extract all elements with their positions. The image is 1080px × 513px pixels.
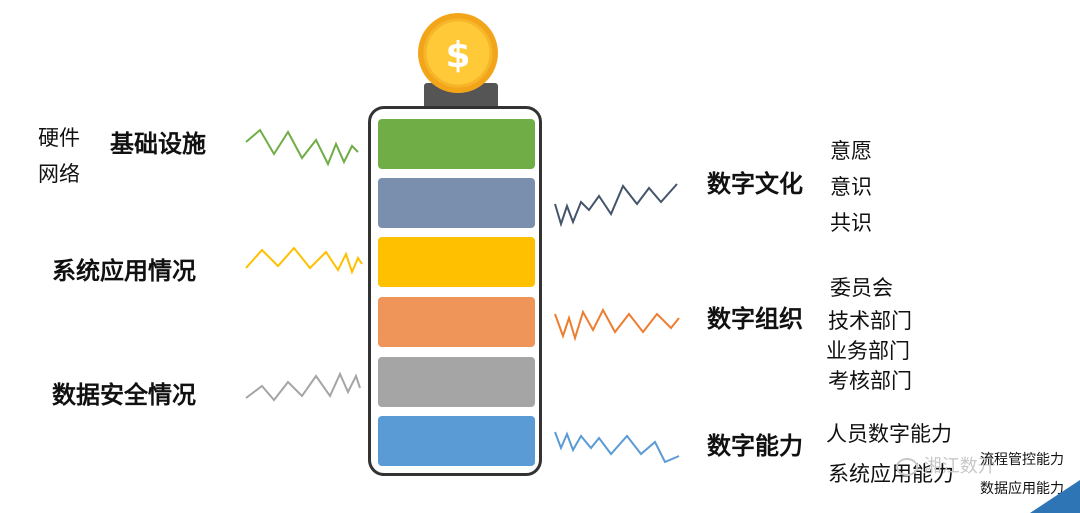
zigzag-line-gray bbox=[245, 371, 361, 402]
label-hardware: 硬件 bbox=[38, 126, 80, 150]
dollar-coin-icon: $ bbox=[418, 13, 498, 93]
label-staff-digital-capability: 人员数字能力 bbox=[826, 422, 952, 446]
label-network: 网络 bbox=[38, 162, 80, 186]
title-data-security: 数据安全情况 bbox=[52, 381, 196, 409]
title-infrastructure: 基础设施 bbox=[110, 130, 206, 158]
battery-block-gold bbox=[378, 237, 535, 287]
battery-block-blue bbox=[378, 416, 535, 466]
label-system-app-capability: 系统应用能力 bbox=[828, 462, 954, 486]
battery-block-green bbox=[378, 119, 535, 169]
zigzag-line-blue bbox=[554, 431, 680, 464]
zigzag-line-green bbox=[245, 128, 359, 167]
zigzag-line-gold bbox=[245, 246, 363, 275]
battery-block-orange bbox=[378, 297, 535, 347]
label-data-application: 数据应用能力 bbox=[980, 481, 1064, 497]
zigzag-line-orange bbox=[554, 307, 680, 342]
label-willingness: 意愿 bbox=[830, 139, 872, 163]
corner-decoration bbox=[1030, 480, 1080, 513]
battery-block-gray bbox=[378, 357, 535, 407]
label-assessment-dept: 考核部门 bbox=[828, 369, 912, 393]
label-tech-dept: 技术部门 bbox=[828, 309, 912, 333]
watermark-text: 湘江数开 bbox=[923, 456, 996, 477]
watermark: 湘江数开 bbox=[896, 452, 996, 478]
title-digital-culture: 数字文化 bbox=[707, 170, 803, 198]
title-system-application: 系统应用情况 bbox=[52, 257, 196, 285]
wechat-icon bbox=[896, 458, 918, 476]
title-digital-organization: 数字组织 bbox=[707, 305, 803, 333]
battery-block-slate bbox=[378, 178, 535, 228]
label-committee: 委员会 bbox=[830, 276, 893, 300]
title-digital-capability: 数字能力 bbox=[707, 432, 803, 460]
zigzag-line-slate bbox=[554, 183, 678, 228]
label-business-dept: 业务部门 bbox=[826, 339, 910, 363]
label-consensus: 共识 bbox=[830, 211, 872, 235]
label-awareness: 意识 bbox=[830, 175, 872, 199]
coin-symbol: $ bbox=[445, 35, 470, 76]
label-process-control: 流程管控能力 bbox=[980, 452, 1064, 468]
